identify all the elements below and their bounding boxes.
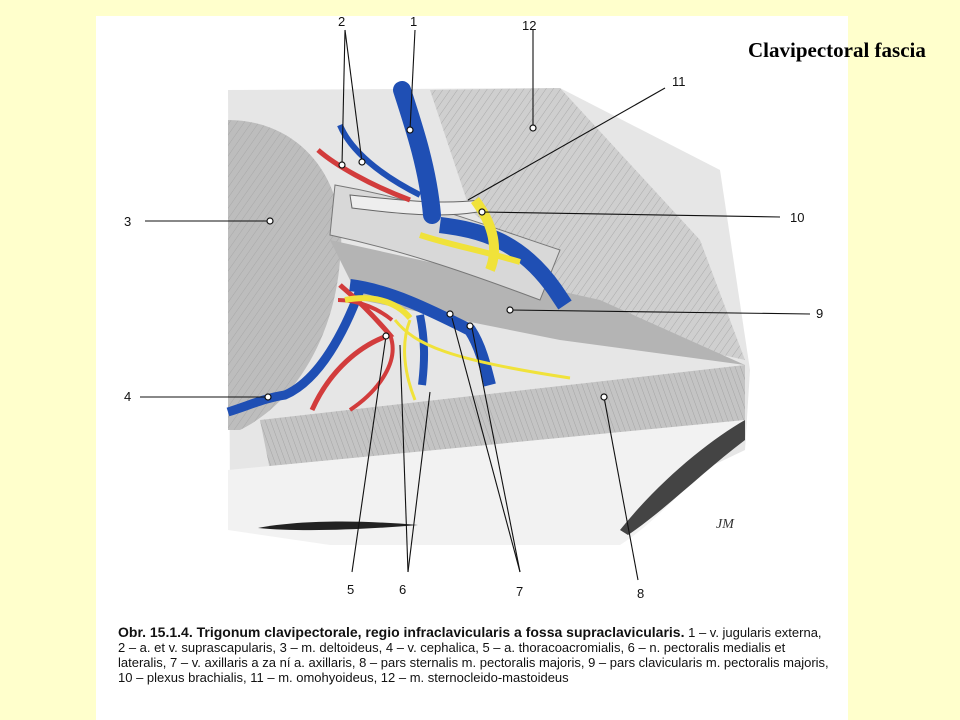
thoracoacromial-artery — [309, 283, 395, 412]
leader-8 — [603, 396, 639, 581]
marker-2b — [358, 158, 366, 166]
caption-lead: Obr. 15.1.4. Trigonum clavipectorale, re… — [118, 624, 685, 640]
thoracoacromial-branch-2 — [337, 298, 394, 322]
cephalic-vein — [226, 288, 365, 417]
marker-5 — [382, 332, 390, 340]
figure-caption: Obr. 15.1.4. Trigonum clavipectorale, re… — [118, 624, 830, 686]
marker-2a — [338, 161, 346, 169]
label-6: 6 — [399, 582, 406, 597]
label-1: 1 — [410, 14, 417, 29]
brachial-plexus-cord — [470, 197, 499, 272]
slide-title: Clavipectoral fascia — [748, 38, 926, 62]
leader-10 — [481, 211, 781, 218]
label-5: 5 — [347, 582, 354, 597]
suprascapular-artery — [316, 148, 411, 203]
label-11: 11 — [672, 74, 686, 89]
label-7: 7 — [516, 584, 523, 599]
pectoralis-clavicular-part — [330, 240, 745, 365]
axillary-vein-tributary — [416, 314, 429, 386]
label-8: 8 — [637, 586, 644, 601]
thoracoacromial-branch — [348, 334, 395, 412]
leader-7a — [451, 317, 521, 573]
marker-10 — [478, 208, 486, 216]
leader-6b — [399, 344, 409, 573]
marker-7a — [446, 310, 454, 318]
artist-signature: JM — [716, 517, 735, 532]
nerve-loop — [344, 295, 413, 321]
leader-11 — [467, 87, 666, 201]
suprascapular-vein — [337, 123, 422, 198]
deltoid-shading — [228, 120, 342, 430]
pectoral-nerve-medial — [403, 319, 417, 401]
label-12: 12 — [522, 18, 536, 33]
sternocleidomastoid-shading — [430, 88, 745, 360]
leader-1 — [409, 29, 416, 131]
marker-3 — [266, 217, 274, 225]
marker-12 — [529, 124, 537, 132]
leader-2a — [341, 29, 346, 166]
chest-surface — [228, 420, 745, 545]
brachial-plexus-cord-2 — [419, 232, 521, 265]
skin-fold-right — [620, 420, 745, 535]
caption-body: 1 – v. jugularis externa, 2 – a. et v. s… — [118, 625, 829, 685]
leader-9 — [509, 309, 811, 315]
axillary-vein-upper — [439, 217, 572, 310]
leader-7b — [471, 327, 521, 573]
external-jugular-vein — [393, 81, 441, 224]
leader-6a — [407, 391, 431, 573]
label-9: 9 — [816, 306, 823, 321]
leader-5 — [351, 335, 387, 573]
marker-4 — [264, 393, 272, 401]
marker-7b — [466, 322, 474, 330]
label-2: 2 — [338, 14, 345, 29]
leader-2b — [344, 29, 363, 163]
marker-9 — [506, 306, 514, 314]
label-10: 10 — [790, 210, 804, 225]
skin-fold — [258, 521, 418, 531]
marker-8 — [600, 393, 608, 401]
pectoral-nerve-lateral — [393, 319, 571, 380]
label-4: 4 — [124, 389, 131, 404]
label-3: 3 — [124, 214, 131, 229]
marker-1 — [406, 126, 414, 134]
